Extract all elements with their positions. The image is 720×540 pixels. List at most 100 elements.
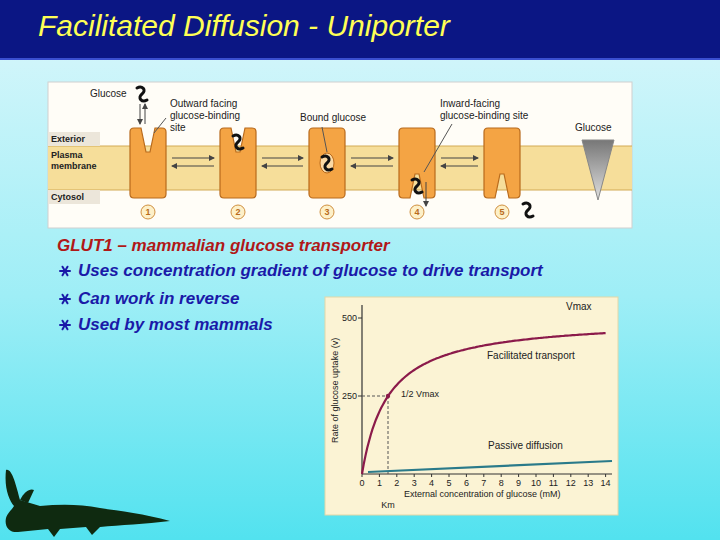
axis-tick: 14 [601,478,611,489]
figure-part [523,203,533,217]
figure-part [60,295,70,304]
figure-part [358,318,362,319]
region-label: Plasma membrane [51,150,97,172]
figure-part [6,470,170,537]
axis-tick: 500 [342,313,357,324]
axis-title: Rate of glucose uptake (v) [331,337,342,442]
figure-part [325,297,618,515]
figure-part [362,396,388,397]
tick-mark [431,474,432,477]
transport-figure [48,82,632,228]
curve-label: Facilitated transport [487,350,575,362]
figure-part [172,166,214,167]
figure-part [141,205,155,219]
figure-part [233,135,243,149]
tick-mark [483,474,484,477]
curve-label: Vmax [566,301,592,313]
molecule-label: Glucose [90,88,127,100]
figure-part [63,321,68,330]
axis-tick: 3 [412,478,417,489]
axis-tick: 1 [377,478,382,489]
figure-part [140,104,141,124]
figure-part [320,205,334,219]
figure-part [424,124,452,172]
figure-part [220,128,256,198]
tick-mark [501,474,502,477]
axis-tick: 9 [516,478,521,489]
site-label: Inward-facing glucose-binding site [440,98,532,122]
tick-mark [588,474,589,477]
axis-title: External concentration of glucose (mM) [404,489,561,500]
figure-part [362,474,606,477]
alligator-logo [6,470,170,537]
axis-tick: 4 [429,478,434,489]
figure-part [368,461,612,472]
tick-mark [466,474,467,477]
figure-part [231,205,245,219]
rate-chart [325,297,618,515]
axis-tick: 8 [499,478,504,489]
axis-tick: 11 [549,478,558,489]
axis-tick: 5 [446,478,451,489]
figure-part [441,158,478,159]
tick-mark [414,474,415,477]
figure-part [362,473,612,474]
figure-part [48,132,100,146]
figure-part [63,267,68,276]
callout-number: 3 [324,207,329,218]
figure-part [130,128,166,198]
axis-tick: 13 [583,478,593,489]
figure-part [388,396,389,474]
figure-part [137,87,147,101]
axis-tick: 6 [464,478,469,489]
figure-part [63,295,68,304]
axis-tick: 7 [481,478,486,489]
figure-part [262,158,303,159]
figure-part [154,118,166,133]
figure-part [48,190,100,204]
axis-tick: 12 [566,478,576,489]
figure-part [60,321,70,330]
figure-part [351,166,393,167]
figure-part [63,267,68,276]
molecule-label: Glucose [575,122,612,134]
region-label: Exterior [51,134,85,145]
tick-mark [449,474,450,477]
tick-mark [396,474,397,477]
figure-part [358,396,362,397]
bullet-text: Can work in reverse [78,289,240,309]
bullet-text: Used by most mammals [78,315,273,335]
figure-part [495,205,509,219]
figure-part [63,321,68,330]
axis-tick: Km [381,500,395,511]
figure-part [484,128,520,198]
region-label: Cytosol [51,192,84,203]
figure-part [60,267,70,276]
axis-tick: 0 [359,478,364,489]
callout-number: 1 [145,207,150,218]
figure-part [351,158,393,159]
figure-part [386,394,390,398]
axis-tick: 2 [394,478,399,489]
figure-part [361,305,362,474]
figure-part [582,140,614,200]
tick-mark [362,474,363,477]
figure-part [410,205,424,219]
curve-label: Passive diffusion [488,440,563,452]
figure-part [362,333,606,474]
figure-part [309,128,345,198]
curve-label: 1/2 Vmax [400,389,440,400]
tick-mark [570,474,571,477]
figure-part [63,295,68,304]
site-label: Bound glucose [300,112,366,124]
tick-mark [536,474,537,477]
figure-part [48,82,632,228]
axis-tick: 10 [531,478,541,489]
slide-title: Facilitated Diffusion - Uniporter [38,9,450,43]
figure-part [262,166,303,167]
figure-part [20,489,34,503]
figure-part [412,179,422,193]
figure-part [426,182,427,206]
callout-number: 2 [235,207,240,218]
callout-number: 4 [414,207,419,218]
